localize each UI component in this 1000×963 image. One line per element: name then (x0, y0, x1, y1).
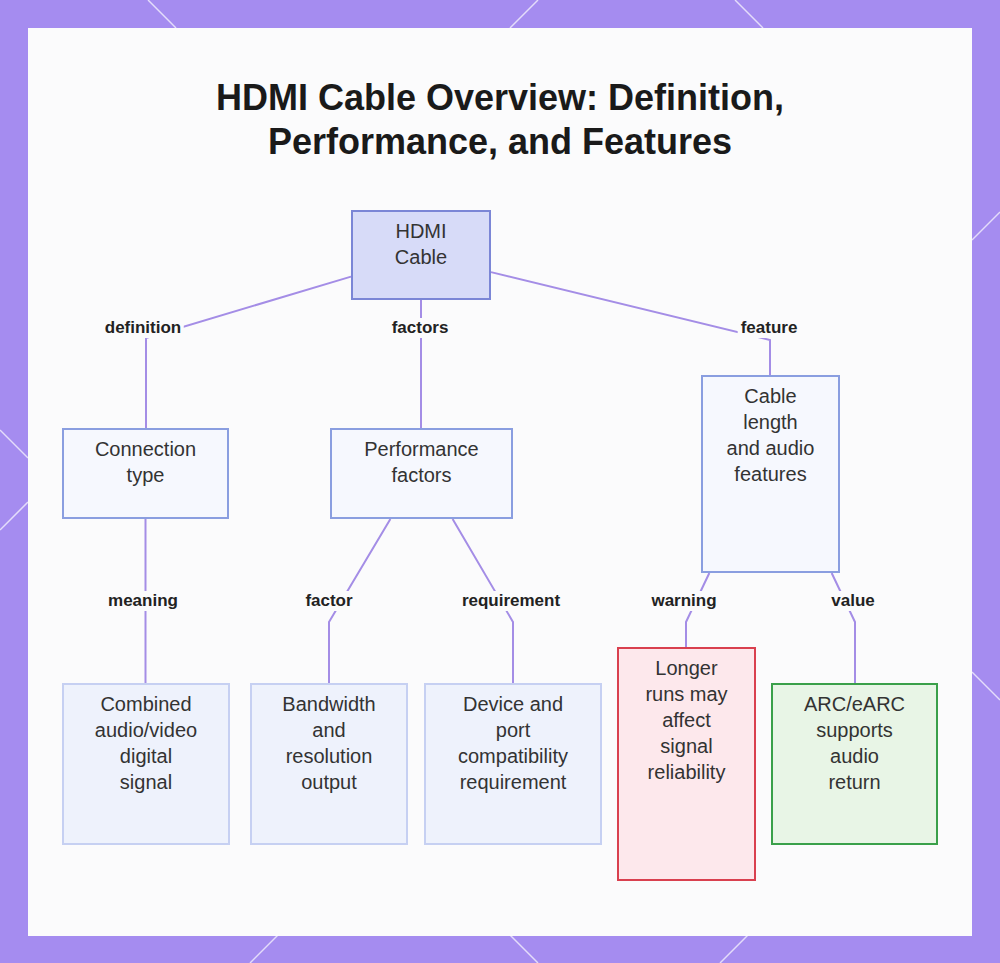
node-text: Performance factors (352, 436, 492, 488)
process-box: Bandwidth and resolution output (250, 683, 408, 845)
node-text: Connection type (86, 436, 206, 488)
edge-label: meaning (105, 591, 181, 611)
edge-label: factors (389, 318, 452, 338)
edge-label: requirement (459, 591, 563, 611)
process-box: ARC/eARC supports audio return (771, 683, 938, 845)
edge-label: feature (738, 318, 801, 338)
process-box: Device and port compatibility requiremen… (424, 683, 602, 845)
node-text: HDMI Cable (381, 218, 461, 270)
connector-line (832, 573, 855, 683)
process-box: Cable length and audio features (701, 375, 840, 573)
edge-label: definition (102, 318, 184, 338)
node-text: Cable length and audio features (725, 383, 816, 487)
process-box: Performance factors (330, 428, 513, 519)
connector-line (491, 272, 770, 375)
node-text: ARC/eARC supports audio return (803, 691, 907, 795)
process-box: HDMI Cable (351, 210, 491, 300)
node-text: Combined audio/video digital signal (93, 691, 199, 795)
edge-label: factor (302, 591, 355, 611)
diagram-title: HDMI Cable Overview: Definition, Perform… (180, 76, 820, 164)
edge-label: value (828, 591, 877, 611)
process-box: Combined audio/video digital signal (62, 683, 230, 845)
process-box: Connection type (62, 428, 229, 519)
node-text: Device and port compatibility requiremen… (451, 691, 576, 795)
connector-line (146, 277, 351, 428)
process-box: Longer runs may affect signal reliabilit… (617, 647, 756, 881)
node-text: Bandwidth and resolution output (274, 691, 384, 795)
node-text: Longer runs may affect signal reliabilit… (637, 655, 737, 785)
edge-label: warning (648, 591, 719, 611)
